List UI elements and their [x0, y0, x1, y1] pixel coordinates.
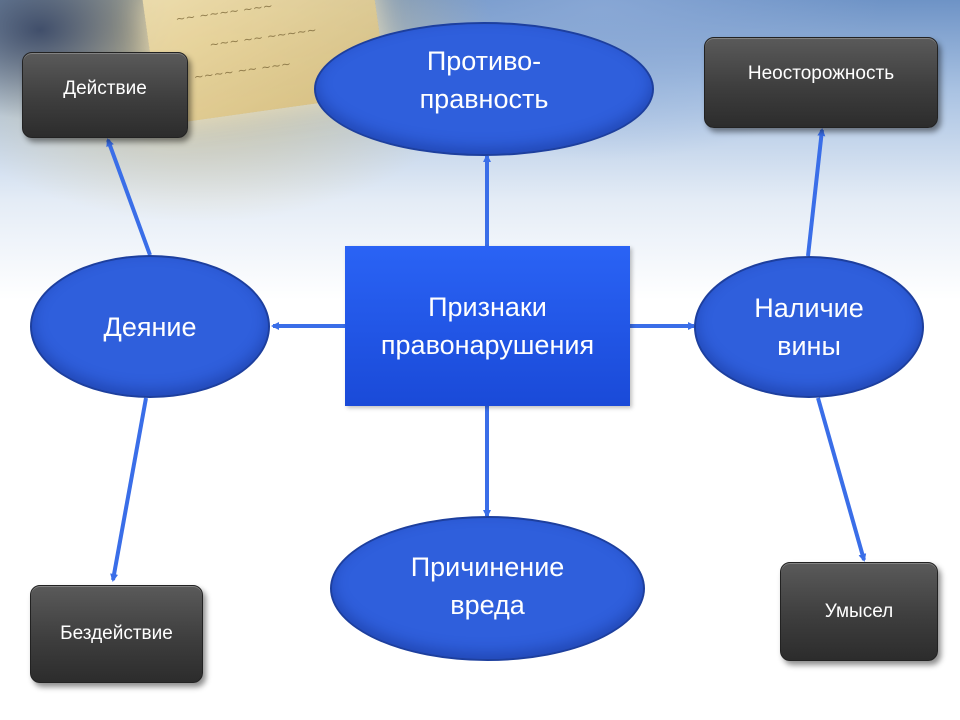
box-umysel-label: Умысел	[824, 600, 894, 622]
box-neostorozhnost-label: Неосторожность	[747, 62, 895, 84]
box-bezdeystvie-label: Бездействие	[60, 623, 173, 644]
box-deystvie-label: Действие	[63, 78, 147, 99]
ellipse-protivopravnost: Противо- правность	[314, 22, 654, 156]
box-umysel: Умысел	[780, 562, 938, 661]
ellipse-deyanie-label: Деяние	[103, 311, 197, 342]
center-box-priznaki: Признаки правонарушения	[345, 246, 630, 406]
ellipse-deyanie: Деяние	[30, 255, 270, 398]
ellipse-vred: Причинение вреда	[330, 516, 645, 661]
box-neostorozhnost: Неосторожность	[704, 37, 938, 128]
box-deystvie: Действие	[22, 52, 188, 138]
ellipse-vina-label: Наличие вины	[754, 293, 864, 361]
arrow-to-bezdeystvie	[110, 397, 148, 582]
ellipse-vina: Наличие вины	[694, 256, 924, 398]
arrow-to-neostorozhnost	[806, 128, 826, 257]
arrow-to-deystvie	[106, 138, 152, 256]
ellipse-protivopravnost-label: Противо- правность	[419, 46, 549, 114]
center-box-label: Признаки правонарушения	[380, 292, 595, 360]
box-bezdeystvie: Бездействие	[30, 585, 203, 683]
ellipse-vred-label: Причинение вреда	[410, 551, 565, 620]
arrow-to-umysel	[816, 397, 867, 562]
